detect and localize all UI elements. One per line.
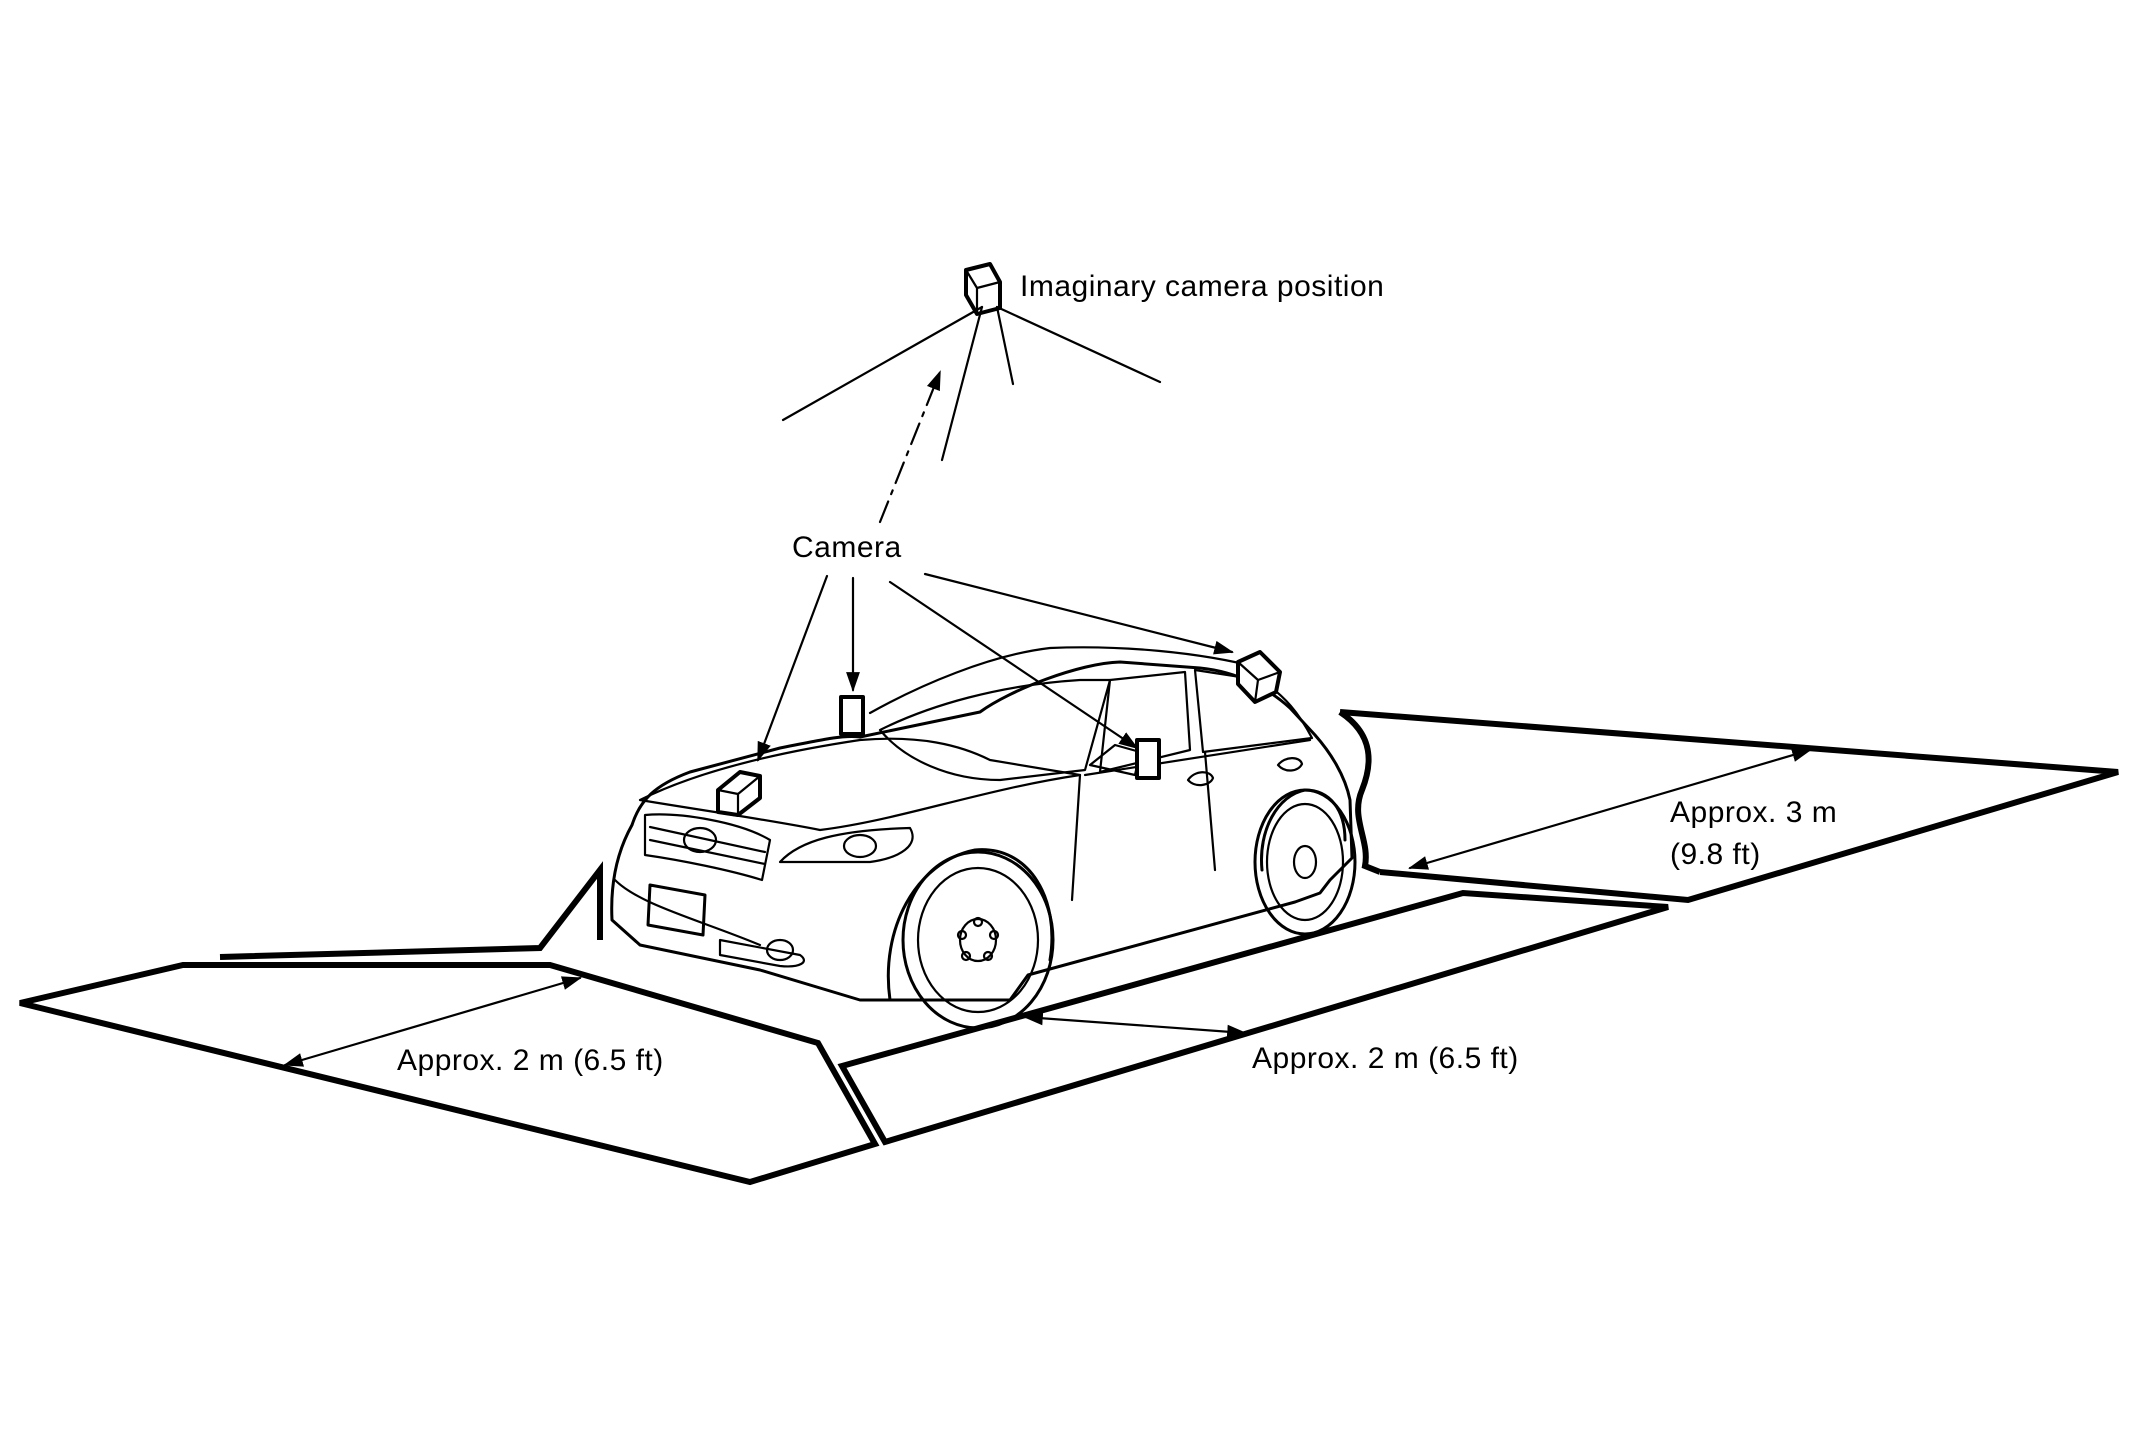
side-distance-label: Approx. 2 m (6.5 ft) — [1252, 1042, 1519, 1075]
front-zone-inner-outline — [219, 861, 603, 960]
front-zone-outline — [19, 962, 880, 1186]
camera-label: Camera — [792, 531, 902, 564]
projection-arrow — [878, 370, 942, 524]
side-dimension-arrow — [1023, 1011, 1247, 1039]
car-door-lines — [1070, 738, 1312, 902]
side-zone-outline — [837, 889, 1669, 1146]
rear-zone-boundary — [1338, 709, 1382, 875]
front-camera-icon — [716, 770, 762, 817]
car-front-bumper — [613, 878, 806, 968]
center-camera-icon — [839, 695, 865, 736]
imaginary-camera-label: Imaginary camera position — [1020, 270, 1384, 303]
vehicle-illustration — [610, 646, 1357, 1030]
car-grille — [643, 813, 772, 882]
imaginary-camera-icon — [964, 262, 1002, 316]
rear-camera-icon — [1236, 650, 1282, 704]
car-license-plate — [646, 883, 707, 937]
imaginary-camera-view-lines — [781, 305, 1162, 462]
car-roof — [868, 646, 1262, 715]
car-foglight — [765, 938, 795, 962]
front-dimension-arrow — [283, 976, 582, 1067]
car-headlight — [778, 826, 914, 864]
car-rear-wheel — [1253, 788, 1357, 936]
rear-distance-label-line2: (9.8 ft) — [1670, 838, 1761, 871]
car-door-handle-rear — [1276, 757, 1304, 772]
camera-leader-arrows — [756, 572, 1234, 762]
ground-zones — [19, 709, 2119, 1186]
car-hood — [638, 737, 1082, 832]
rear-distance-label-line1: Approx. 3 m — [1670, 796, 1837, 829]
car-door-handle-front — [1186, 771, 1215, 787]
dimension-arrows — [283, 748, 1812, 1067]
car-front-wheel — [886, 848, 1055, 1030]
cameras — [716, 262, 1282, 817]
car-headlight-lens — [842, 833, 878, 859]
rear-dimension-arrow — [1408, 748, 1812, 870]
side-camera-icon — [1135, 738, 1161, 780]
front-distance-label: Approx. 2 m (6.5 ft) — [397, 1044, 664, 1077]
car-body — [610, 660, 1354, 1002]
car-windshield — [878, 678, 1112, 782]
rear-zone-outline — [1339, 709, 2119, 904]
car-side-mirror — [1088, 743, 1142, 777]
car-side-window-front — [1098, 670, 1192, 774]
car-emblem — [682, 826, 718, 854]
